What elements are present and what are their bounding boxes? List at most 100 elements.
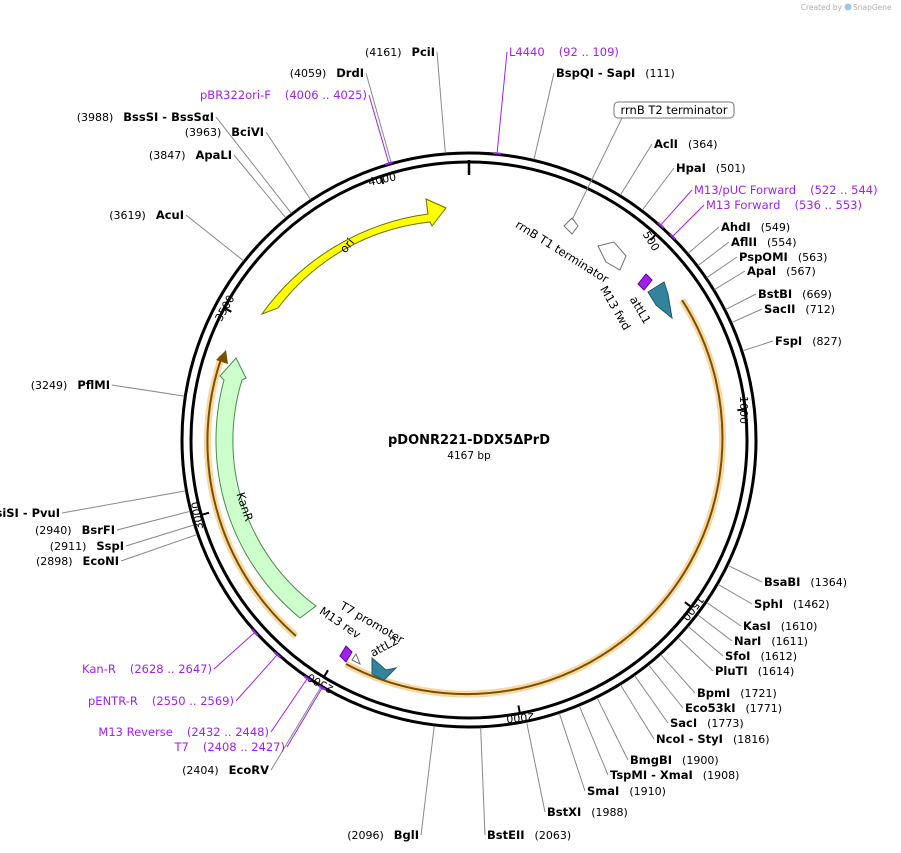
site-label: AflII(554) — [731, 235, 797, 249]
enzyme-leader-line — [533, 72, 555, 160]
primer-site-mark — [384, 161, 393, 166]
enzyme-kasi[interactable]: KasI(1610) — [743, 619, 817, 633]
site-position: (2408 .. 2427) — [203, 740, 285, 754]
site-label: BsaBI(1364) — [764, 575, 847, 589]
primer-pentr-r[interactable]: pENTR-R(2550 .. 2569) — [88, 694, 234, 708]
enzyme-sphi[interactable]: SphI(1462) — [754, 597, 830, 611]
enzyme-leader-line — [185, 214, 244, 262]
tick-mark — [737, 408, 747, 412]
enzyme-apali[interactable]: (3847)ApaLI — [149, 148, 232, 162]
site-label: (2940)BsrFI — [35, 523, 115, 537]
m13-fwd-label: M13 fwd — [597, 283, 634, 332]
primer-kan-r[interactable]: Kan-R(2628 .. 2647) — [82, 662, 212, 676]
site-name: BpmI — [697, 686, 730, 700]
enzyme-pspomi[interactable]: PspOMI(563) — [739, 250, 827, 264]
enzyme-sspi[interactable]: (2911)SspI — [50, 539, 124, 553]
enzyme-asisi-pvui[interactable]: (2986)AsiSI - PvuI — [0, 506, 60, 520]
enzyme-bpmi[interactable]: BpmI(1721) — [697, 686, 777, 700]
rrnb-t2-terminator-feature[interactable] — [563, 217, 579, 235]
enzyme-ahdi[interactable]: AhdI(549) — [721, 220, 790, 234]
site-label: M13/pUC Forward(522 .. 544) — [694, 183, 878, 197]
enzyme-leader-line — [596, 697, 629, 761]
tick-mark — [517, 705, 522, 715]
enzyme-pcii[interactable]: (4161)PciI — [365, 45, 435, 59]
site-position: (2911) — [50, 540, 87, 553]
primer-m13-forward[interactable]: M13 Forward (536 .. 553) — [706, 198, 862, 212]
attl2-feature[interactable] — [371, 656, 398, 681]
enzyme-sfoi[interactable]: SfoI(1612) — [725, 649, 797, 663]
site-label: TspMI - XmaI(1908) — [610, 768, 739, 782]
primer-pbr322ori-f[interactable]: pBR322ori-F(4006 .. 4025) — [200, 88, 367, 102]
primer-t7[interactable]: T7(2408 .. 2427) — [174, 740, 285, 754]
rrnb-t1-terminator-feature[interactable] — [597, 241, 627, 271]
enzyme-apai[interactable]: ApaI(567) — [747, 264, 816, 278]
site-name: M13 Forward — [706, 198, 780, 212]
site-label: BstXI(1988) — [547, 805, 628, 819]
enzyme-ecorv[interactable]: (2404)EcoRV — [182, 763, 269, 777]
site-name: BstEII — [487, 828, 525, 842]
site-label: SmaI(1910) — [587, 784, 666, 798]
site-label: SphI(1462) — [754, 597, 830, 611]
enzyme-bgli[interactable]: (2096)BglI — [347, 828, 419, 842]
enzyme-bstbi[interactable]: BstBI(669) — [758, 287, 832, 301]
primer-m13-puc-forward[interactable]: M13/pUC Forward(522 .. 544) — [694, 183, 878, 197]
enzyme-tspmi-xmai[interactable]: TspMI - XmaI(1908) — [610, 768, 739, 782]
enzyme-pluti[interactable]: PluTI(1614) — [715, 664, 794, 678]
enzyme-leader-line — [480, 727, 486, 836]
primer-site-mark — [251, 628, 259, 637]
enzyme-bsteii[interactable]: BstEII(2063) — [487, 828, 571, 842]
enzyme-leader-line — [660, 654, 696, 694]
enzyme-bstxi[interactable]: BstXI(1988) — [547, 805, 628, 819]
enzyme-bsabi[interactable]: BsaBI(1364) — [764, 575, 847, 589]
site-label: pENTR-R(2550 .. 2569) — [88, 694, 234, 708]
enzyme-leader-line — [420, 725, 435, 836]
enzyme-ncoi-styi[interactable]: NcoI - StyI(1816) — [656, 732, 770, 746]
enzyme-drdi[interactable]: (4059)DrdI — [290, 66, 364, 80]
enzyme-bsrfi[interactable]: (2940)BsrFI — [35, 523, 115, 537]
site-label: BpmI(1721) — [697, 686, 777, 700]
enzyme-leader-line — [61, 490, 186, 514]
ori-feature[interactable] — [260, 198, 447, 316]
enzyme-leader-line — [725, 293, 757, 310]
enzyme-saci[interactable]: SacI(1773) — [670, 716, 744, 730]
enzyme-pflmi[interactable]: (3249)PflMI — [31, 378, 110, 392]
enzyme-eco53ki[interactable]: Eco53kI(1771) — [685, 701, 782, 715]
enzyme-nari[interactable]: NarI(1611) — [734, 634, 808, 648]
site-position: (1771) — [746, 702, 783, 715]
enzyme-leader-line — [620, 143, 653, 196]
enzyme-fspi[interactable]: FspI(827) — [775, 334, 842, 348]
site-name: DrdI — [336, 66, 364, 80]
enzyme-leader-line — [677, 637, 714, 672]
enzyme-bsssi-bsss-i[interactable]: (3988)BssSI - BssSαI — [77, 110, 214, 124]
enzyme-sacii[interactable]: SacII(712) — [764, 302, 835, 316]
primer-leader-line — [496, 51, 508, 154]
site-name: PspOMI — [739, 250, 788, 264]
primer-l4440[interactable]: L4440(92 .. 109) — [509, 45, 619, 59]
site-name: ApaI — [747, 264, 776, 278]
t7-promoter-feature[interactable] — [351, 652, 361, 666]
site-name: SphI — [754, 597, 783, 611]
enzyme-bspqi-sapi[interactable]: BspQI - SapI(111) — [556, 66, 675, 80]
enzyme-econi[interactable]: (2898)EcoNI — [36, 554, 119, 568]
enzyme-acli[interactable]: AclI(364) — [654, 137, 718, 151]
kanr-feature[interactable] — [215, 357, 317, 619]
attl1-feature[interactable] — [647, 281, 673, 320]
enzyme-bmgbi[interactable]: BmgBI(1900) — [630, 753, 719, 767]
enzyme-smai[interactable]: SmaI(1910) — [587, 784, 666, 798]
site-label: L4440(92 .. 109) — [509, 45, 619, 59]
m13-rev-feature[interactable] — [339, 645, 353, 663]
m13-fwd-feature[interactable] — [637, 273, 653, 291]
tick-mark — [322, 669, 329, 679]
site-name: BciVI — [231, 125, 264, 139]
site-position: (501) — [716, 162, 746, 175]
site-name: pBR322ori-F — [200, 88, 271, 102]
enzyme-hpai[interactable]: HpaI(501) — [676, 161, 746, 175]
site-name: SacI — [670, 716, 697, 730]
site-name: BsaBI — [764, 575, 800, 589]
enzyme-acui[interactable]: (3619)AcuI — [109, 208, 184, 222]
site-position: (536 .. 553) — [794, 198, 862, 212]
primer-m13-reverse[interactable]: M13 Reverse(2432 .. 2448) — [98, 725, 269, 739]
enzyme-aflii[interactable]: AflII(554) — [731, 235, 797, 249]
enzyme-bcivi[interactable]: (3963)BciVI — [185, 125, 264, 139]
site-name: AcuI — [156, 208, 184, 222]
